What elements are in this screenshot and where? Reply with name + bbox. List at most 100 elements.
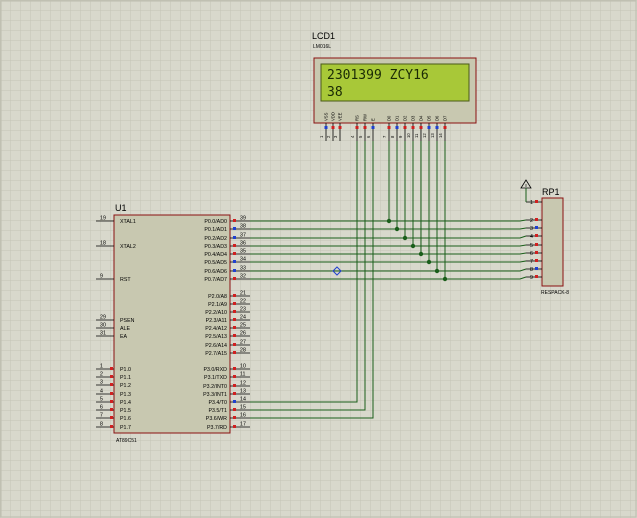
junction-dot (442, 276, 448, 282)
mcu-pin-number: 3 (100, 380, 103, 386)
lcd-component[interactable]: LCD1 LM016L 2301399 ZCY16 38 VSS1VDD2VEE… (312, 31, 477, 141)
mcu-pin-number: 1 (100, 364, 103, 370)
control-wire (250, 141, 366, 411)
mcu-pin-label: P2.2/A10 (205, 310, 227, 316)
lcd-screen (320, 63, 470, 102)
mcu-part-label: AT89C51 (116, 438, 137, 444)
pin-state-marker (110, 392, 113, 395)
mcu-pin-number: 21 (240, 291, 246, 297)
lcd-pin-number: 11 (414, 133, 419, 138)
pin-state-marker (324, 126, 328, 129)
junction-dot (426, 259, 432, 265)
mcu-pin-label: P2.5/A13 (205, 334, 227, 340)
pin-state-marker (110, 367, 113, 370)
mcu-pin-label: P1.1 (120, 375, 131, 381)
pin-state-marker (233, 269, 236, 272)
pin-state-marker (535, 275, 538, 278)
mcu-pin-number: 22 (240, 299, 246, 305)
mcu-pin-label: P0.6/AD6 (204, 269, 227, 275)
lcd-pin-number: 3 (333, 135, 338, 138)
mcu-component[interactable]: U1 AT89C51 19XTAL118XTAL29RST29PSEN30ALE… (96, 203, 250, 444)
mcu-pin-number: 24 (240, 315, 246, 321)
mcu-pin-number: 14 (240, 397, 246, 403)
lcd-pin-number: 1 (319, 135, 324, 138)
pin-state-marker (233, 244, 236, 247)
mcu-pin-label: P1.2 (120, 383, 131, 389)
lcd-pin-label: D5 (427, 115, 432, 121)
mcu-pin-label: P1.5 (120, 408, 131, 414)
lcd-pin-label: D2 (403, 115, 408, 121)
lcd-pin-number: 14 (438, 133, 443, 138)
mcu-right-pins: P0.0/AD039P0.1/AD138P0.2/AD237P0.3/AD336… (203, 216, 250, 431)
mcu-pin-number: 15 (240, 405, 246, 411)
mcu-pin-label: P0.5/AD5 (204, 260, 227, 266)
mcu-pin-label: P0.4/AD4 (204, 252, 227, 258)
pin-state-marker (233, 425, 236, 428)
pin-state-marker (233, 416, 236, 419)
mcu-pin-label: P3.7/RD (207, 425, 227, 431)
mcu-pin-label: P1.6 (120, 416, 131, 422)
pin-state-marker (233, 318, 236, 321)
pin-state-marker (110, 416, 113, 419)
bus-wire (250, 268, 527, 272)
lcd-part-label: LM016L (313, 44, 331, 50)
mcu-pin-label: XTAL1 (120, 219, 136, 225)
power-terminal-icon (520, 179, 532, 202)
lcd-pin-label: D3 (411, 115, 416, 121)
pin-state-marker (233, 408, 236, 411)
pin-state-marker (233, 343, 236, 346)
respack-ref-label: RP1 (542, 187, 560, 197)
pin-state-marker (535, 243, 538, 246)
mcu-pin-number: 18 (100, 241, 106, 247)
mcu-pin-number: 5 (100, 397, 103, 403)
lcd-pin-label: D7 (443, 115, 448, 121)
bus-wire (250, 227, 527, 230)
lcd-pin-number: 2 (326, 135, 331, 138)
pin-state-marker (233, 277, 236, 280)
mcu-pin-number: 8 (100, 422, 103, 428)
pin-state-marker (371, 126, 375, 129)
lcd-pin-group: VSS1VDD2VEE3RS4RW5E6D07D18D29D310D411D51… (319, 112, 448, 141)
lcd-pin-number: 6 (366, 135, 371, 138)
pin-state-marker (535, 259, 538, 262)
probe-marker-icon (332, 266, 342, 276)
mcu-pin-label: P3.4/T0 (208, 400, 227, 406)
pin-state-marker (331, 126, 335, 129)
mcu-pin-number: 25 (240, 323, 246, 329)
mcu-pin-number: 29 (100, 315, 106, 321)
lcd-ref-label: LCD1 (312, 31, 335, 41)
mcu-pin-label: P2.3/A11 (206, 318, 227, 324)
pin-state-marker (435, 126, 439, 129)
lcd-pin-number: 9 (398, 135, 403, 138)
lcd-line-1: 2301399 ZCY16 (327, 68, 429, 83)
mcu-pin-label: RST (120, 277, 131, 283)
mcu-pin-label: EA (120, 334, 128, 340)
mcu-pin-number: 11 (240, 372, 246, 378)
lcd-pin-label: RW (363, 114, 368, 121)
mcu-pin-number: 19 (100, 216, 106, 222)
pin-state-marker (395, 126, 399, 129)
junction-dot (402, 235, 408, 241)
bus-wire (250, 260, 527, 263)
mcu-pin-number: 16 (240, 413, 246, 419)
mcu-pin-number: 33 (240, 266, 246, 272)
respack-pin-number: 4 (530, 234, 533, 240)
mcu-pin-number: 13 (240, 389, 246, 395)
pin-state-marker (387, 126, 391, 129)
bus-wire (250, 219, 527, 222)
lcd-pin-number: 5 (358, 135, 363, 138)
pin-state-marker (233, 236, 236, 239)
mcu-pin-number: 26 (240, 331, 246, 337)
mcu-pin-label: P0.2/AD2 (204, 236, 227, 242)
pin-state-marker (110, 425, 113, 428)
mcu-pin-number: 10 (240, 364, 246, 370)
bus-wire (250, 235, 527, 239)
wire-group (250, 141, 527, 419)
lcd-pin-label: D0 (387, 115, 392, 121)
control-wire (250, 141, 374, 419)
mcu-left-pins: 19XTAL118XTAL29RST29PSEN30ALE31EA1P1.02P… (96, 216, 136, 431)
pin-state-marker (535, 200, 538, 203)
pin-state-marker (233, 400, 236, 403)
mcu-pin-number: 27 (240, 340, 246, 346)
